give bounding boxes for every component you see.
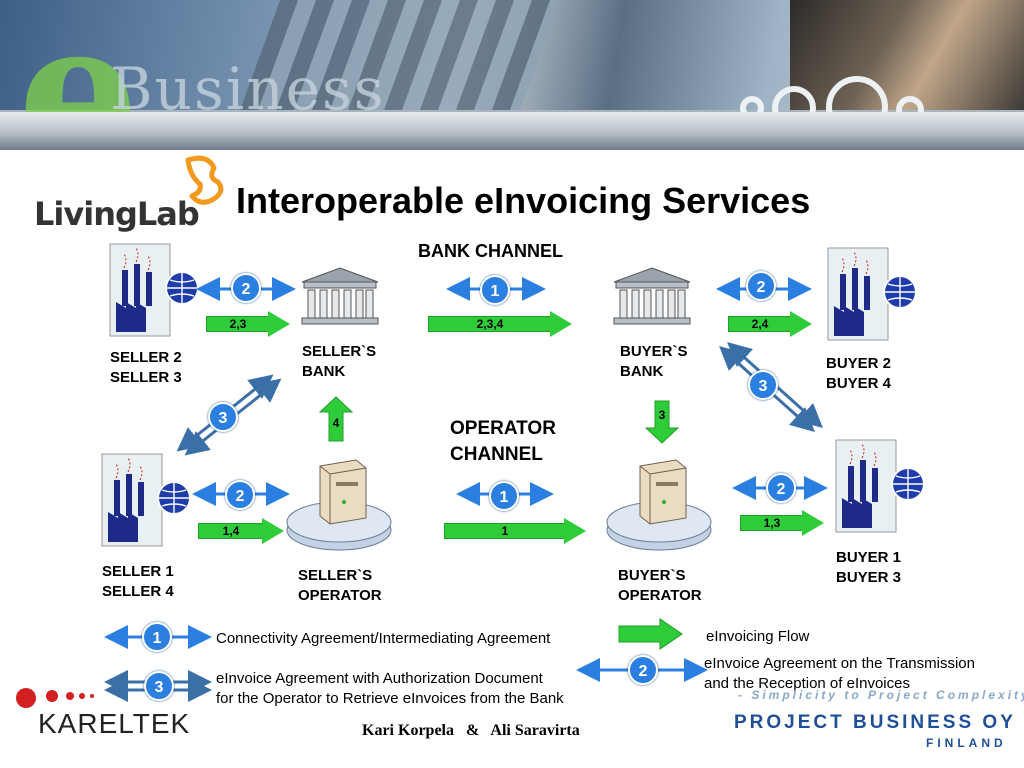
- buyer-bottom-factory-icon: [835, 439, 925, 533]
- livinglab-swirl-icon: [185, 155, 224, 205]
- sellers-bank-label: SELLER`S BANK: [302, 343, 377, 380]
- buyers-bank-label: BUYER`S BANK: [620, 343, 688, 380]
- seller-bottom-label: SELLER 1 SELLER 4: [102, 563, 174, 600]
- kareltek-dots-icon: [16, 688, 94, 708]
- buyer-top-factory-icon: [827, 247, 917, 341]
- operator-channel-label: OPERATOR CHANNEL: [450, 418, 556, 465]
- flow-arrow: 1: [444, 518, 586, 544]
- legend-bubble-2: 2: [628, 655, 658, 685]
- seller-bottom-factory-icon: [101, 453, 191, 547]
- agreement-bubble: 3: [208, 402, 238, 432]
- flow-arrow: 2,3,4: [428, 311, 572, 337]
- buyers-bank-icon: [613, 267, 691, 325]
- page-title: Interoperable eInvoicing Services: [236, 180, 811, 221]
- seller-top-factory-icon: [109, 243, 199, 337]
- agreement-bubble: 2: [766, 473, 796, 503]
- flow-arrow: 2,4: [728, 311, 812, 337]
- agreement-bubble: 1: [480, 275, 510, 305]
- legend-bubble-3: 3: [144, 671, 174, 701]
- flow-arrow: 2,3: [206, 311, 290, 337]
- flow-arrow: 1,3: [740, 510, 824, 536]
- kareltek-logo: KARELTEK: [38, 708, 191, 739]
- pbo-country: FINLAND: [926, 736, 1007, 750]
- legend-flow-text: eInvoicing Flow: [706, 628, 810, 645]
- livinglab-logo: LivingLab: [34, 195, 200, 233]
- buyers-operator-label: BUYER`S OPERATOR: [618, 567, 702, 604]
- flow-arrow-down-label: 3: [658, 408, 666, 422]
- sellers-operator-label: SELLER`S OPERATOR: [298, 567, 382, 604]
- pbo-tagline: - Simplicity to Project Complexity -: [738, 688, 1024, 702]
- legend-item-1-text: Connectivity Agreement/Intermediating Ag…: [216, 630, 551, 647]
- authors-text: Kari Korpela & Ali Saravirta: [362, 722, 580, 739]
- flow-arrow-up: [318, 396, 354, 442]
- flow-arrow: 1,4: [198, 518, 284, 544]
- bank-channel-label: BANK CHANNEL: [418, 241, 563, 261]
- pbo-logo: PROJECT BUSINESS OY: [734, 712, 1016, 733]
- sellers-operator-server-icon: [286, 459, 392, 551]
- agreement-bubble: 2: [231, 273, 261, 303]
- banner-bar: [0, 112, 1024, 150]
- agreement-bubble: 2: [225, 480, 255, 510]
- buyer-top-label: BUYER 2 BUYER 4: [826, 355, 892, 392]
- legend-item-3-text: eInvoice Agreement with Authorization Do…: [216, 670, 564, 707]
- agreement-bubble: 2: [746, 271, 776, 301]
- buyers-operator-server-icon: [606, 459, 712, 551]
- agreement-bubble: 3: [748, 370, 778, 400]
- buyer-bottom-label: BUYER 1 BUYER 3: [836, 549, 902, 586]
- legend-bubble-1: 1: [142, 622, 172, 652]
- flow-arrow-up-label: 4: [332, 416, 340, 430]
- banner-business-text: Business: [110, 55, 386, 123]
- legend-flow-arrow: [618, 618, 683, 650]
- flow-arrow-down: [644, 400, 680, 444]
- legend-item-2-text: eInvoice Agreement on the Transmission a…: [704, 655, 975, 692]
- seller-top-label: SELLER 2 SELLER 3: [110, 349, 182, 386]
- sellers-bank-icon: [301, 267, 379, 325]
- header-banner: e Business: [0, 0, 1024, 150]
- agreement-bubble: 1: [489, 481, 519, 511]
